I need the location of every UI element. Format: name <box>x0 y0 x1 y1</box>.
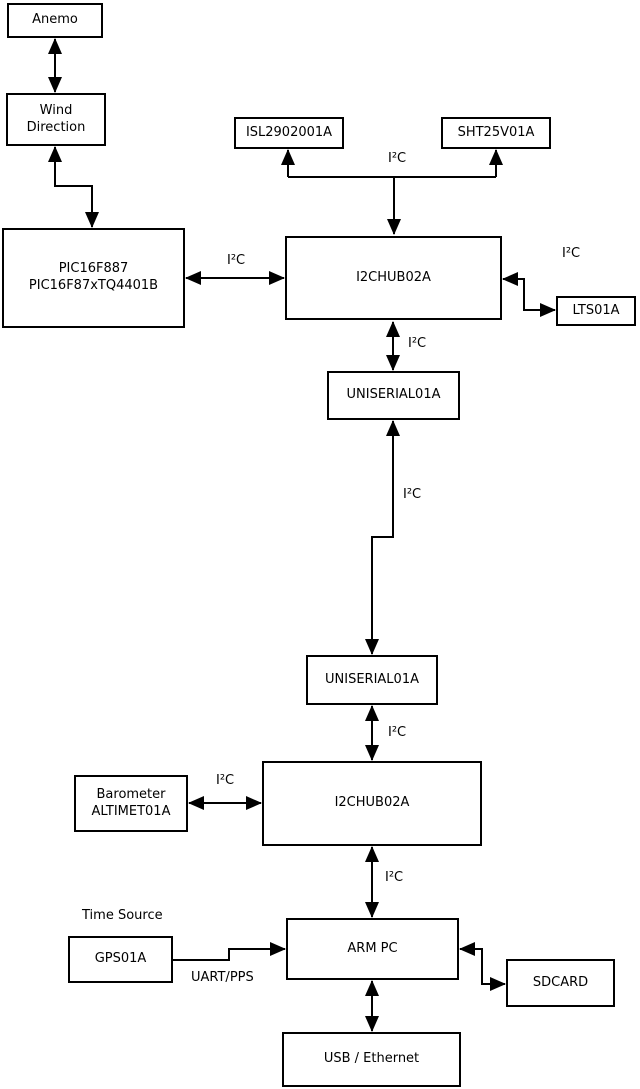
node-barometer-altimet01a: Barometer ALTIMET01A <box>74 775 188 832</box>
node-arm-pc-label: ARM PC <box>347 940 398 956</box>
edge-label-i2c-hub2-arm: I²C <box>385 870 404 885</box>
node-sdcard-label: SDCARD <box>532 974 589 990</box>
edge-label-uart-pps: UART/PPS <box>191 970 254 985</box>
node-gps01a: GPS01A <box>68 936 173 983</box>
node-anemo: Anemo <box>7 3 103 38</box>
edge-label-i2c-hub-uniserial: I²C <box>408 336 427 351</box>
node-uniserial01a-bottom-label: UNISERIAL01A <box>325 671 419 687</box>
edge-label-i2c-branch: I²C <box>388 151 407 166</box>
connector-armpc-sdcard <box>459 942 506 991</box>
connector-i2chub-top-lts <box>502 272 556 317</box>
node-lts01a-label: LTS01A <box>572 302 620 318</box>
node-usb-ethernet-label: USB / Ethernet <box>323 1051 420 1067</box>
edge-label-i2c-barometer: I²C <box>216 773 235 788</box>
node-usb-ethernet: USB / Ethernet <box>282 1032 461 1087</box>
edge-label-i2c-uniserial-hub2: I²C <box>388 725 407 740</box>
node-i2chub02a-bottom-label: I2CHUB02A <box>334 795 410 811</box>
node-i2chub02a-top-label: I2CHUB02A <box>356 269 431 285</box>
node-wind-direction-label: Wind Direction <box>26 102 86 135</box>
connector-uniserial-top-uniserial-bottom <box>365 420 400 655</box>
edge-label-i2c-pic-hub: I²C <box>227 253 246 268</box>
node-arm-pc: ARM PC <box>286 918 459 980</box>
node-anemo-label: Anemo <box>32 12 78 28</box>
node-sht25v01a-label: SHT25V01A <box>457 124 535 140</box>
node-sdcard: SDCARD <box>506 959 615 1007</box>
node-uniserial01a-top-label: UNISERIAL01A <box>346 387 441 403</box>
node-wind-direction: Wind Direction <box>6 93 106 146</box>
connector-wind-pic <box>48 146 99 228</box>
node-uniserial01a-top: UNISERIAL01A <box>327 371 460 420</box>
node-isl2902001a-label: ISL2902001A <box>245 124 333 140</box>
node-lts01a: LTS01A <box>556 296 636 326</box>
edge-label-time-source: Time Source <box>82 908 163 923</box>
node-pic16f887-label: PIC16F887 PIC16F87xTQ4401B <box>28 261 159 293</box>
edge-label-i2c-uniserial-link: I²C <box>403 487 422 502</box>
node-pic16f887: PIC16F887 PIC16F87xTQ4401B <box>2 228 185 328</box>
node-gps01a-label: GPS01A <box>94 951 147 967</box>
node-sht25v01a: SHT25V01A <box>441 117 551 149</box>
edge-label-i2c-lts: I²C <box>562 246 581 261</box>
node-barometer-altimet01a-label: Barometer ALTIMET01A <box>91 786 171 819</box>
node-isl2902001a: ISL2902001A <box>234 117 344 149</box>
connector-gps-armpc <box>173 942 286 961</box>
node-i2chub02a-top: I2CHUB02A <box>285 236 502 320</box>
node-uniserial01a-bottom: UNISERIAL01A <box>306 655 438 705</box>
node-i2chub02a-bottom: I2CHUB02A <box>262 761 482 846</box>
